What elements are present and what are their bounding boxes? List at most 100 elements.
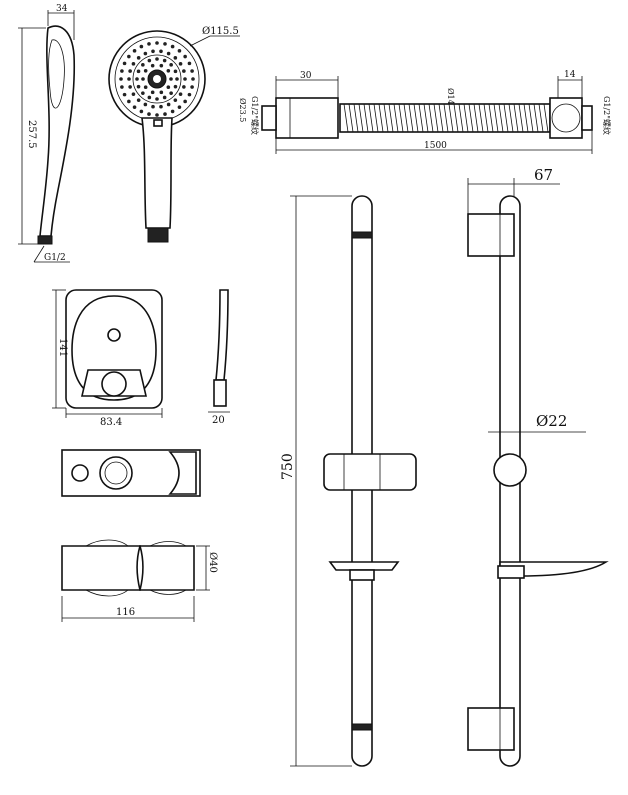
slider-diameter-label: Ø40 — [207, 552, 218, 573]
nozzle-dot — [136, 56, 141, 60]
nozzle-dot — [166, 51, 171, 56]
hose-coil-line — [483, 103, 489, 133]
nozzle-dot — [178, 92, 183, 96]
nozzle-dot — [190, 69, 194, 73]
nozzle-dot — [173, 56, 178, 60]
hose-coil-line — [343, 103, 349, 133]
hose-winding — [343, 103, 549, 133]
nozzle-dot — [120, 69, 124, 73]
nozzle-dot — [127, 77, 131, 81]
nozzle-dot — [139, 109, 144, 114]
hose-end-a-label: 30 — [300, 71, 312, 81]
hose-end-b-label: 14 — [564, 70, 576, 80]
nozzle-dot — [136, 69, 141, 74]
nozzle-dot — [166, 102, 171, 107]
head-depth-label: 34 — [56, 4, 68, 14]
hose-coil-line — [423, 103, 429, 133]
nozzle-dot — [191, 77, 195, 81]
hose-coil-line — [408, 103, 414, 133]
nozzle-dot — [173, 84, 178, 89]
holder-height-label: 141 — [57, 338, 68, 357]
nozzle-dot — [136, 84, 141, 89]
nozzle-dot — [141, 91, 145, 95]
rail-diameter-label: Ø22 — [536, 412, 567, 430]
hose-coil-line — [393, 103, 399, 133]
hose-coil-line — [493, 103, 499, 133]
nozzle-dot — [173, 69, 178, 74]
nozzle-dot — [150, 63, 155, 68]
nozzle-dot — [147, 95, 152, 100]
slider-length-label: 116 — [116, 607, 135, 618]
nozzle-dot — [166, 85, 171, 90]
hose-coil-line — [428, 103, 434, 133]
nozzle-dot — [128, 85, 132, 89]
nozzle-dot — [131, 92, 136, 96]
nozzle-dot — [187, 61, 192, 66]
nozzle-dot — [173, 98, 178, 102]
hose-coil-line — [418, 103, 424, 133]
nozzle-dot — [122, 92, 127, 97]
nozzle-dot — [162, 58, 167, 63]
nozzle-dot — [143, 102, 148, 107]
hose-coil-line — [378, 103, 384, 133]
nozzle-dot — [139, 44, 144, 49]
hose-inner-label: Ø14 — [446, 88, 455, 105]
nozzle-dot — [141, 63, 145, 67]
head-diameter-label: Ø115.5 — [202, 26, 239, 37]
nozzle-dot — [147, 58, 152, 63]
nozzle-dot — [182, 69, 186, 73]
nozzle-dot — [155, 41, 159, 45]
nozzle-dot — [162, 95, 167, 100]
hose-coil-line — [508, 103, 514, 133]
hose-coil-line — [413, 103, 419, 133]
hose-coil-line — [348, 103, 354, 133]
hose-coil-line — [473, 103, 479, 133]
nozzle-dot — [163, 112, 167, 116]
holder-depth-label: 20 — [212, 415, 225, 426]
shower-hose: 30 14 Ø14 Ø23.5 G1/2"螺纹 G1/2"螺纹 1500 — [238, 70, 612, 154]
nozzle-dot — [159, 104, 163, 109]
slide-rail-front-view: 750 — [280, 195, 417, 767]
hose-coil-line — [448, 103, 454, 133]
hose-coil-line — [368, 103, 374, 133]
hose-coil-line — [533, 103, 539, 133]
hose-coil-line — [518, 103, 524, 133]
nozzle-dot — [127, 99, 131, 104]
nozzle-dot — [190, 85, 194, 89]
hose-coil-line — [443, 103, 449, 133]
nozzle-dot — [159, 49, 163, 54]
nozzle-dot — [187, 92, 192, 97]
nozzle-dot — [151, 49, 155, 54]
nozzle-dot — [183, 54, 187, 59]
hose-thread-right-label: G1/2"螺纹 — [602, 96, 612, 135]
hose-coil-line — [468, 103, 474, 133]
nozzle-dot — [127, 54, 131, 59]
hose-coil-line — [353, 103, 359, 133]
head-thread-label: G1/2 — [44, 253, 66, 263]
hose-coil-line — [513, 103, 519, 133]
nozzle-dot — [151, 104, 155, 109]
hose-coil-line — [478, 103, 484, 133]
hose-thread-left-label: G1/2"螺纹 — [250, 96, 260, 135]
nozzle-dot — [141, 77, 145, 81]
hose-outer-label: Ø23.5 — [238, 98, 247, 122]
nozzle-dot — [122, 61, 127, 66]
nozzle-dot — [119, 77, 123, 81]
slider-top-view — [61, 449, 201, 497]
nozzle-dot — [177, 49, 182, 53]
nozzle-dot — [169, 63, 173, 67]
nozzle-dot — [128, 69, 132, 73]
nozzle-dot — [183, 99, 187, 104]
nozzle-dot — [178, 62, 183, 66]
nozzle-dot — [143, 68, 148, 73]
hose-coil-line — [438, 103, 444, 133]
hose-coil-line — [398, 103, 404, 133]
hose-coil-line — [453, 103, 459, 133]
nozzle-dot — [132, 105, 137, 109]
wall-holder-side-view: 20 — [208, 289, 230, 426]
wall-holder-front-view: 141 83.4 — [52, 289, 163, 428]
nozzle-dot — [163, 42, 167, 46]
hose-coil-line — [498, 103, 504, 133]
hose-coil-line — [528, 103, 534, 133]
